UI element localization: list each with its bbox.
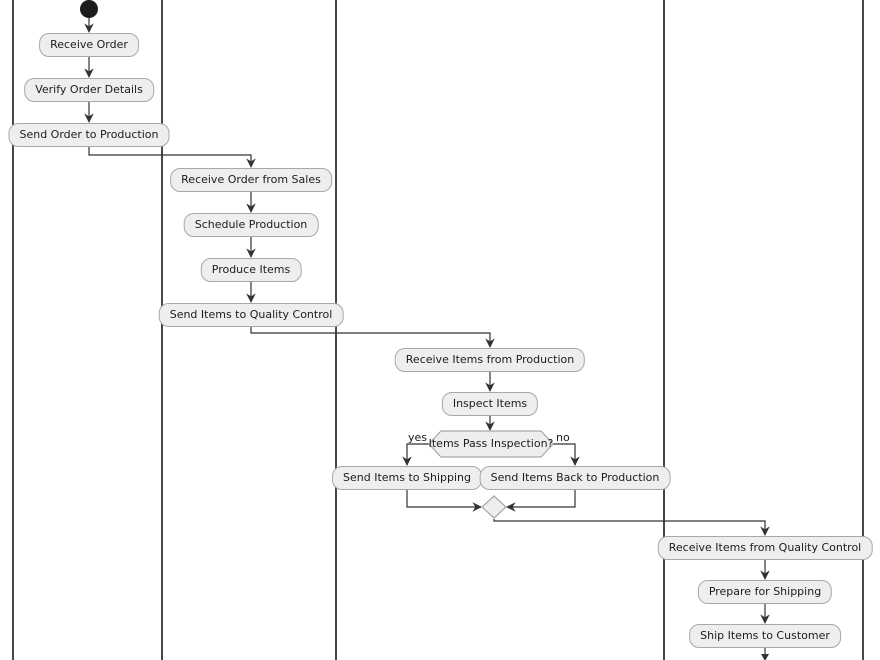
activity-prepare-for-shipping: Prepare for Shipping bbox=[697, 580, 833, 604]
swimlane-border-3 bbox=[335, 0, 337, 660]
swimlane-border-2 bbox=[161, 0, 163, 660]
decision-node bbox=[428, 430, 554, 458]
edge-decision-yes-branch bbox=[402, 443, 429, 466]
activity-inspect-items: Inspect Items bbox=[441, 392, 539, 416]
clipped-arrowhead bbox=[761, 654, 769, 660]
activity-receive-order: Receive Order bbox=[39, 33, 139, 57]
start-node bbox=[80, 0, 98, 18]
activity-verify-order-details: Verify Order Details bbox=[24, 78, 154, 102]
activity-receive-items-from-production: Receive Items from Production bbox=[394, 348, 586, 372]
decision-label: Items Pass Inspection? bbox=[428, 437, 554, 450]
activity-send-items-back-to-production: Send Items Back to Production bbox=[479, 466, 671, 490]
edge-merge-to-receive-from-qc bbox=[493, 519, 770, 536]
swimlane-border-4 bbox=[663, 0, 665, 660]
decision-no-label: no bbox=[556, 431, 570, 444]
activity-schedule-production: Schedule Production bbox=[183, 213, 319, 237]
swimlane-border-5 bbox=[862, 0, 864, 660]
edge-decision-no-branch bbox=[553, 443, 580, 466]
activity-send-items-to-quality-control: Send Items to Quality Control bbox=[158, 303, 344, 327]
activity-produce-items: Produce Items bbox=[200, 258, 302, 282]
activity-send-items-to-shipping: Send Items to Shipping bbox=[332, 466, 482, 490]
swimlane-border-1 bbox=[12, 0, 14, 660]
decision-yes-label: yes bbox=[407, 431, 427, 444]
edge-send-qc-to-receive-from-production bbox=[250, 327, 495, 348]
activity-receive-items-from-quality-control: Receive Items from Quality Control bbox=[657, 536, 873, 560]
edge-shipping-to-merge bbox=[406, 490, 482, 512]
merge-diamond bbox=[481, 495, 507, 519]
activity-receive-order-from-sales: Receive Order from Sales bbox=[170, 168, 332, 192]
activity-send-order-to-production: Send Order to Production bbox=[8, 123, 170, 147]
edge-send-order-to-receive-from-sales bbox=[88, 147, 256, 168]
edge-back-to-production-to-merge bbox=[506, 490, 576, 512]
activity-ship-items-to-customer: Ship Items to Customer bbox=[689, 624, 841, 648]
